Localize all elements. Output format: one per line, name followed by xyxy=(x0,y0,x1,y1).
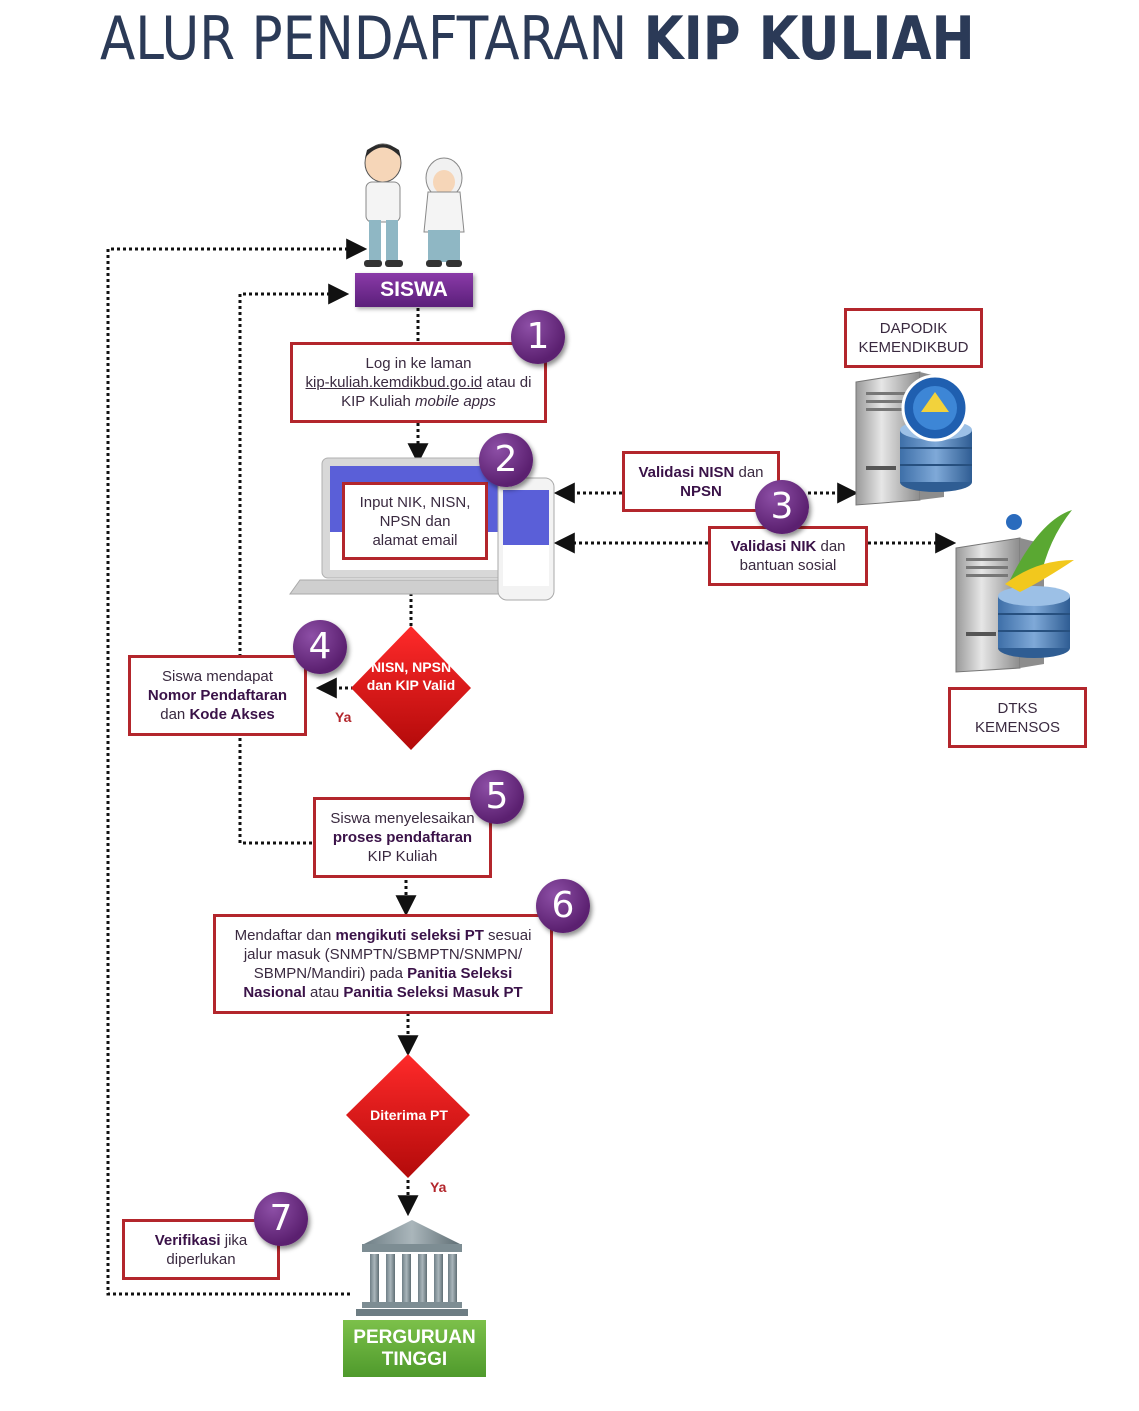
step7-box: Verifikasi jika diperlukan xyxy=(122,1219,280,1280)
title-bold: KIP KULIAH xyxy=(643,4,975,74)
perguruan-line1: PERGURUAN xyxy=(353,1326,476,1348)
step5-line2: proses pendaftaran xyxy=(333,828,472,847)
step7-bold: Verifikasi xyxy=(154,1231,221,1249)
step1-line3: KIP Kuliah mobile apps xyxy=(341,392,496,411)
step3-nisn-line2: NPSN xyxy=(680,482,722,501)
step6-line4a: Nasional xyxy=(243,984,306,1001)
title-regular: ALUR PENDAFTARAN xyxy=(100,4,644,74)
dapodik-server-icon xyxy=(855,371,972,506)
step2-box: Input NIK, NISN, NPSN dan alamat email xyxy=(342,482,488,560)
step7-rest: jika xyxy=(220,1231,248,1249)
step5-line3: KIP Kuliah xyxy=(367,848,438,865)
step1-link[interactable]: kip-kuliah.kemdikbud.go.id xyxy=(305,374,483,391)
step1-after-link: atau di xyxy=(482,374,532,391)
step2-text: Input NIK, NISN, NPSN dan alamat email xyxy=(359,493,471,549)
step3-nisn-box: Validasi NISN dan NPSN xyxy=(622,451,780,512)
dapodik-line1: DAPODIK xyxy=(879,320,948,337)
decision-diterima-yes: Ya xyxy=(430,1179,447,1195)
step4-line1: Siswa mendapat xyxy=(162,668,273,685)
step6-line3a: SBMPN/Mandiri) pada xyxy=(253,965,408,982)
step6-line4b: atau xyxy=(305,984,344,1001)
step1-badge: 1 xyxy=(511,310,565,364)
step3-nisn-rest: dan xyxy=(734,463,764,481)
decision-valid-label: NISN, NPSN dan KIP Valid xyxy=(366,659,456,693)
step5-badge: 5 xyxy=(470,770,524,824)
dtks-line1: DTKS xyxy=(997,699,1038,717)
page-title: ALUR PENDAFTARAN KIP KULIAH xyxy=(100,4,975,74)
dtks-server-icon xyxy=(955,510,1074,673)
perguruan-tinggi-label: PERGURUAN TINGGI xyxy=(343,1320,486,1377)
step3-nisn-line1: Validasi NISN dan xyxy=(638,463,763,482)
step4-bold2: Kode Akses xyxy=(189,706,275,723)
step3-nisn-line2-bold: NPSN xyxy=(680,482,722,500)
students-illustration xyxy=(364,143,465,267)
step7-line1: Verifikasi jika xyxy=(155,1231,248,1250)
step1-line2: kip-kuliah.kemdikbud.go.id atau di xyxy=(306,373,532,392)
decision-diterima-diamond xyxy=(346,1054,470,1178)
dapodik-line2: KEMENDIKBUD xyxy=(858,339,969,356)
decision-valid-yes: Ya xyxy=(335,709,352,725)
phone-illustration xyxy=(497,477,555,601)
step3-badge: 3 xyxy=(755,480,809,534)
step7-line2: diperlukan xyxy=(166,1250,236,1268)
step4-bold1: Nomor Pendaftaran xyxy=(147,687,288,704)
step5-bold: proses pendaftaran xyxy=(332,829,473,846)
step7-badge: 7 xyxy=(254,1192,308,1246)
step6-line4c: Panitia Seleksi Masuk PT xyxy=(343,984,523,1001)
dtks-label: DTKS KEMENSOS xyxy=(948,687,1087,748)
step3-nik-line1: Validasi NIK dan xyxy=(730,537,845,556)
step6-b: mengikuti seleksi PT xyxy=(335,927,484,944)
connector-loop-inner xyxy=(238,283,350,845)
step3-nik-box: Validasi NIK dan bantuan sosial xyxy=(708,526,868,586)
step3-nisn-bold: Validasi NISN xyxy=(638,463,735,481)
step3-nik-bold: Validasi NIK xyxy=(730,538,817,555)
step6-badge: 6 xyxy=(536,879,590,933)
connector-loop-outer xyxy=(106,238,368,1296)
step1-line3a: KIP Kuliah xyxy=(341,393,416,410)
step3-nik-rest: dan xyxy=(816,538,846,555)
step6-line3b: Panitia Seleksi xyxy=(407,965,513,982)
step6-line3: SBMPN/Mandiri) pada Panitia Seleksi xyxy=(254,964,512,983)
step6-a: Mendaftar dan xyxy=(234,927,336,944)
step6-box: Mendaftar dan mengikuti seleksi PT sesua… xyxy=(213,914,553,1014)
perguruan-line2: TINGGI xyxy=(381,1348,448,1370)
step6-c: sesuai xyxy=(483,927,532,944)
step6-line4: Nasional atau Panitia Seleksi Masuk PT xyxy=(243,983,522,1002)
step5-line1: Siswa menyelesaikan xyxy=(330,810,475,827)
step4-line3: dan Kode Akses xyxy=(160,705,275,724)
dapodik-label: DAPODIK KEMENDIKBUD xyxy=(844,308,983,368)
step1-line1: Log in ke laman xyxy=(365,355,472,372)
step4-pre2: dan xyxy=(160,706,190,723)
step2-badge: 2 xyxy=(479,433,533,487)
university-building-icon xyxy=(356,1220,468,1316)
decision-diterima-label: Diterima PT xyxy=(370,1107,448,1123)
step1-line3b: mobile apps xyxy=(415,393,496,410)
step4-badge: 4 xyxy=(293,620,347,674)
decision-valid-diamond xyxy=(351,626,471,750)
step3-nik-line2: bantuan sosial xyxy=(739,557,837,574)
step4-line2: Nomor Pendaftaran xyxy=(148,686,287,705)
step4-box: Siswa mendapat Nomor Pendaftaran dan Kod… xyxy=(128,655,307,736)
step1-box: Log in ke laman kip-kuliah.kemdikbud.go.… xyxy=(290,342,547,423)
step6-line2: jalur masuk (SNMPTN/SBMPTN/SNMPN/ xyxy=(243,946,523,963)
step6-line1: Mendaftar dan mengikuti seleksi PT sesua… xyxy=(235,926,532,945)
step5-box: Siswa menyelesaikan proses pendaftaran K… xyxy=(313,797,492,878)
dtks-line2: KEMENSOS xyxy=(974,718,1061,736)
siswa-label: SISWA xyxy=(355,273,473,307)
